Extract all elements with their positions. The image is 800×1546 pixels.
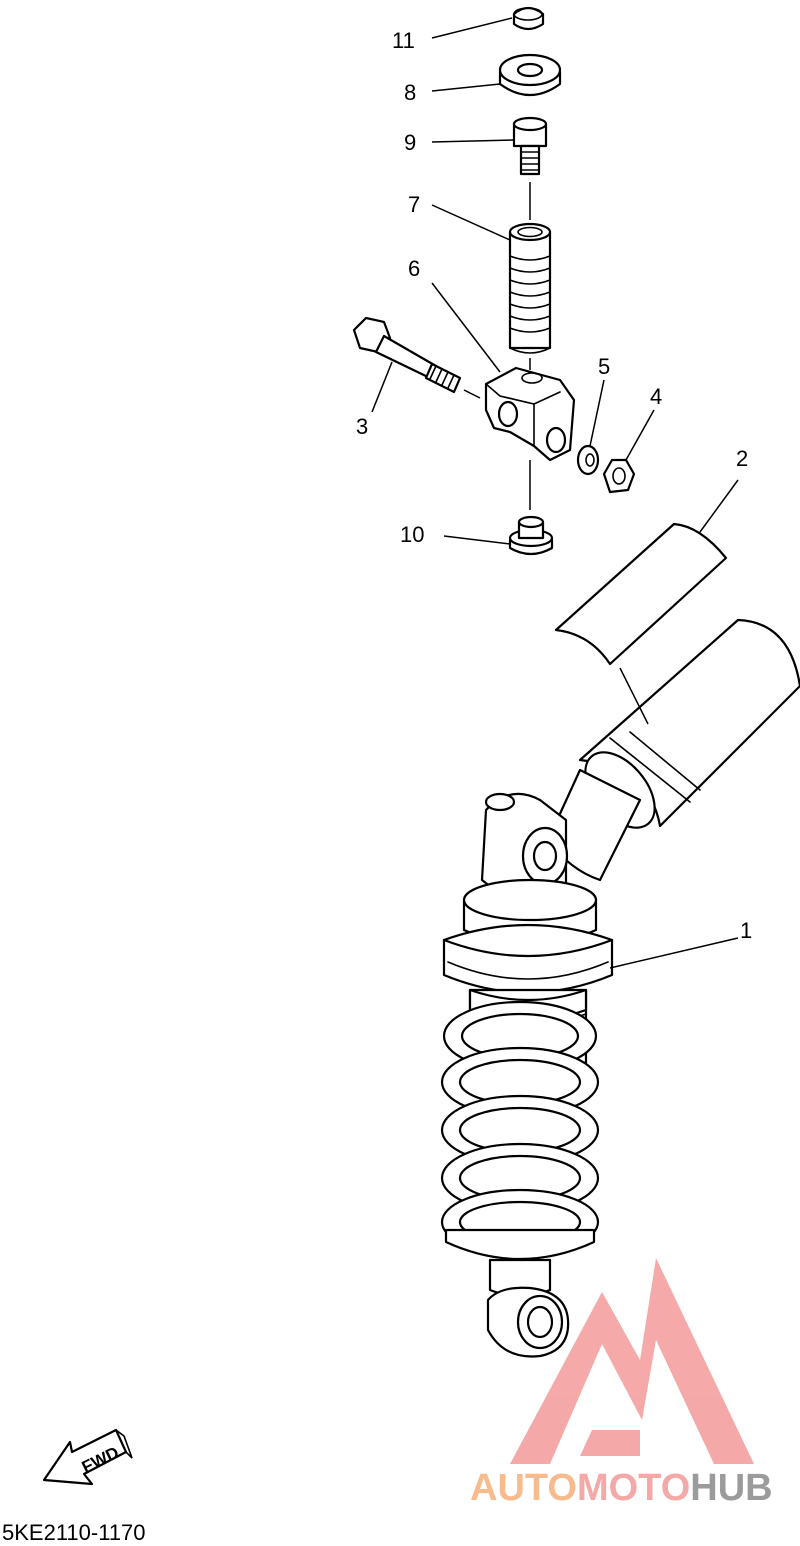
svg-text:AUTOMOTOHUB: AUTOMOTOHUB (470, 1467, 773, 1509)
callout-9: 9 (404, 130, 416, 155)
callout-5: 5 (598, 354, 610, 379)
callout-7: 7 (408, 192, 420, 217)
part-3-bolt (352, 316, 462, 394)
leader-line-11 (431, 17, 513, 39)
part-9-bolt (512, 116, 548, 176)
callout-6: 6 (408, 256, 420, 281)
watermark-triangle-icon (510, 1258, 754, 1464)
callout-3: 3 (356, 414, 368, 439)
leader-line-6 (431, 282, 501, 373)
part-1-shock-absorber (440, 618, 800, 1358)
part-2-cover (554, 522, 728, 666)
part-8-washer (498, 53, 562, 96)
leader-line-9 (431, 139, 515, 143)
leader-line-2 (699, 479, 739, 533)
part-4-nut (602, 458, 636, 494)
diagram-code: 5KE2110-1170 (2, 1520, 146, 1545)
part-5-washer (576, 444, 600, 476)
watermark-text-moto: MOTO (577, 1467, 690, 1509)
leader-line-8 (431, 83, 501, 92)
leader-line-1 (609, 937, 739, 969)
part-11-cap (512, 6, 545, 31)
leader-line-5 (589, 379, 605, 447)
leader-line-2b (619, 667, 649, 725)
watermark-text-auto: AUTO (470, 1467, 577, 1509)
part-6-bracket (484, 366, 576, 462)
assembly-axis-line (463, 389, 481, 399)
callout-11: 11 (392, 28, 415, 53)
watermark-text-hub: HUB (690, 1467, 772, 1509)
leader-line-10 (443, 535, 511, 545)
part-10-collar (508, 515, 554, 556)
callout-1: 1 (740, 918, 752, 943)
leader-line-4 (625, 409, 655, 461)
callout-2: 2 (736, 446, 748, 471)
callout-10: 10 (400, 522, 424, 547)
part-7-spacer (508, 222, 552, 354)
automotohub-watermark-logo: AUTOMOTOHUB (470, 1258, 773, 1509)
fwd-arrow-icon: FWD (42, 1428, 133, 1486)
callout-8: 8 (404, 80, 416, 105)
leader-line-3 (371, 361, 393, 413)
callout-4: 4 (650, 384, 662, 409)
leader-line-7 (431, 204, 511, 241)
